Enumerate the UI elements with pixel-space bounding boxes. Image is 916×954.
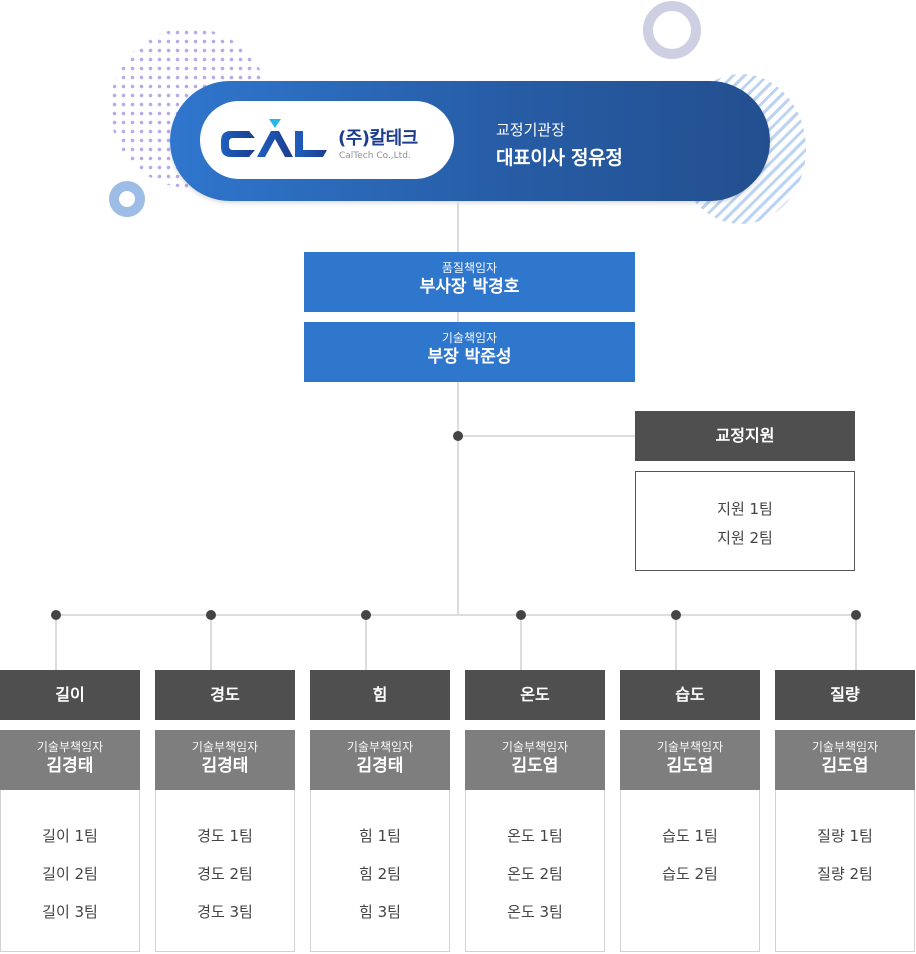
- team-item: 경도 1팀: [197, 827, 253, 845]
- ceo-title: 교정기관장: [496, 121, 566, 139]
- exec-name: 부장 박준성: [427, 347, 512, 367]
- exec-box-technical: 기술책임자 부장 박준성: [304, 322, 635, 382]
- team-item: 경도 3팀: [197, 903, 253, 921]
- team-item: 습도 2팀: [662, 865, 718, 883]
- lead-role: 기술부책임자: [191, 740, 259, 754]
- lead-name: 김경태: [356, 756, 404, 776]
- lead-name: 김도엽: [511, 756, 559, 776]
- lead-name: 김경태: [46, 756, 94, 776]
- department-header: 힘: [310, 670, 450, 720]
- department-node-dot: [51, 610, 61, 620]
- decorative-ring-purple: [643, 1, 701, 59]
- team-item: 질량 1팀: [817, 827, 873, 845]
- team-item: 길이 1팀: [42, 827, 98, 845]
- decorative-ring-blue: [109, 181, 145, 217]
- lead-role: 기술부책임자: [36, 740, 104, 754]
- team-item: 온도 3팀: [507, 903, 563, 921]
- department-header: 온도: [465, 670, 605, 720]
- support-header: 교정지원: [635, 411, 855, 461]
- support-team-item: 지원 1팀: [717, 500, 773, 518]
- lead-role: 기술부책임자: [811, 740, 879, 754]
- department-connector: [855, 614, 857, 670]
- department-connector: [55, 614, 57, 670]
- department-node-dot: [671, 610, 681, 620]
- department-connector: [365, 614, 367, 670]
- department-connector: [210, 614, 212, 670]
- support-team-list: 지원 1팀 지원 2팀: [635, 471, 855, 571]
- team-item: 온도 2팀: [507, 865, 563, 883]
- team-item: 힘 2팀: [359, 865, 401, 883]
- lead-name: 김도엽: [821, 756, 869, 776]
- department-node-dot: [851, 610, 861, 620]
- company-name-english: CalTech Co.,Ltd.: [339, 151, 411, 161]
- ceo-name: 대표이사 정유정: [496, 147, 623, 169]
- department-header: 습도: [620, 670, 760, 720]
- team-item: 경도 2팀: [197, 865, 253, 883]
- support-node-dot: [453, 431, 463, 441]
- department-header: 길이: [0, 670, 140, 720]
- caltech-logo-icon: [221, 119, 327, 157]
- lead-name: 김경태: [201, 756, 249, 776]
- team-item: 길이 2팀: [42, 865, 98, 883]
- team-item: 질량 2팀: [817, 865, 873, 883]
- company-logo-badge: [200, 101, 454, 179]
- company-name-korean: (주)칼테크: [338, 128, 418, 149]
- department-header: 경도: [155, 670, 295, 720]
- support-connector: [458, 435, 635, 437]
- team-item: 온도 1팀: [507, 827, 563, 845]
- lead-role: 기술부책임자: [501, 740, 569, 754]
- trunk-connector: [457, 201, 459, 615]
- department-node-dot: [516, 610, 526, 620]
- team-item: 힘 3팀: [359, 903, 401, 921]
- exec-role: 품질책임자: [441, 261, 498, 275]
- exec-name: 부사장 박경호: [419, 277, 520, 297]
- lead-role: 기술부책임자: [656, 740, 724, 754]
- department-bus-connector: [55, 614, 856, 616]
- lead-role: 기술부책임자: [346, 740, 414, 754]
- department-header: 질량: [775, 670, 915, 720]
- support-team-item: 지원 2팀: [717, 529, 773, 547]
- team-item: 힘 1팀: [359, 827, 401, 845]
- lead-name: 김도엽: [666, 756, 714, 776]
- exec-box-quality: 품질책임자 부사장 박경호: [304, 252, 635, 312]
- department-connector: [520, 614, 522, 670]
- department-node-dot: [361, 610, 371, 620]
- team-item: 습도 1팀: [662, 827, 718, 845]
- exec-role: 기술책임자: [441, 331, 498, 345]
- department-connector: [675, 614, 677, 670]
- department-node-dot: [206, 610, 216, 620]
- team-item: 길이 3팀: [42, 903, 98, 921]
